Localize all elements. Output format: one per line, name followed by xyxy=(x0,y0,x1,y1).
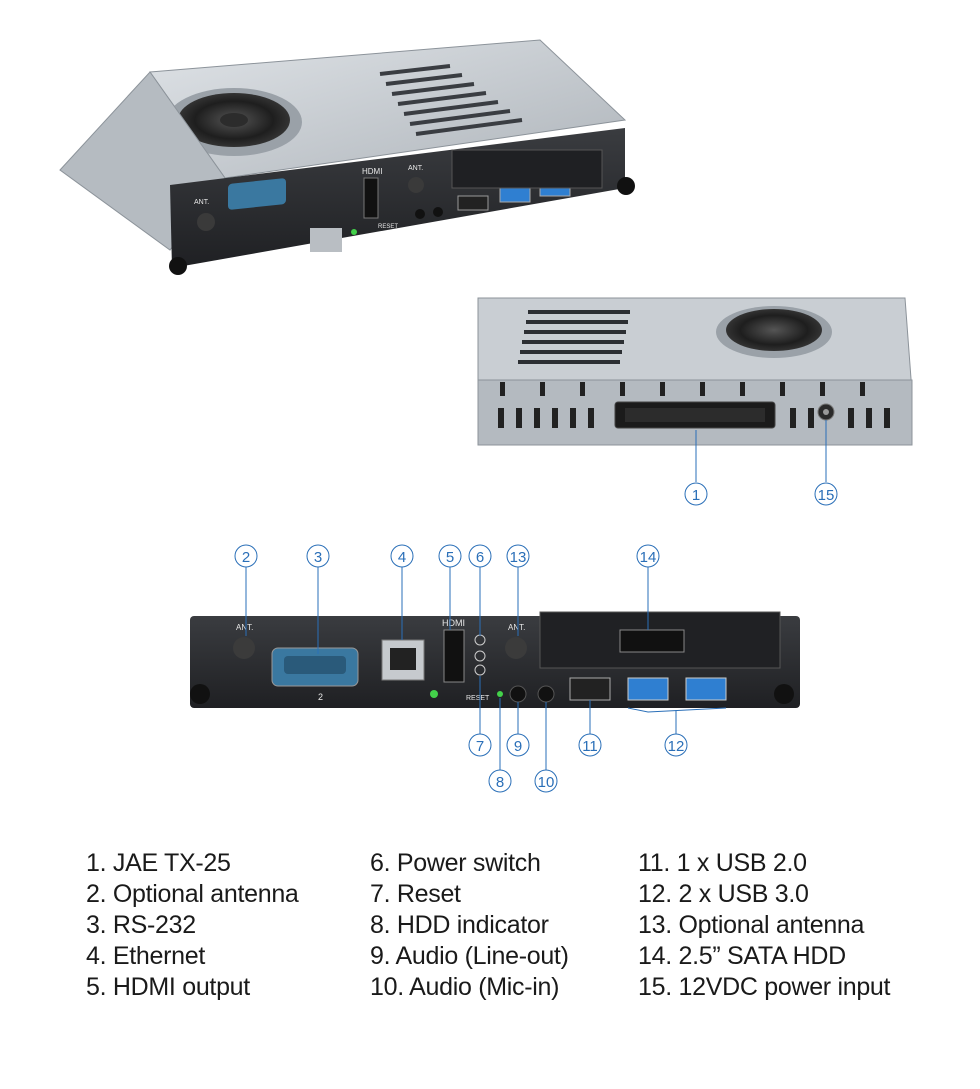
callout-1 xyxy=(684,482,708,506)
callout-5 xyxy=(438,544,462,568)
perspective-view: HDMI ANT. ANT. RESET xyxy=(59,39,635,275)
callout-9-label: 9 xyxy=(514,738,522,755)
front-reset-label: RESET xyxy=(466,695,490,702)
callout-11-label: 11 xyxy=(582,738,598,755)
front-view: ANT. ANT. HDMI RESET 2 2 3 4 xyxy=(190,544,800,793)
callout-10 xyxy=(534,769,558,793)
legend-item: 4. Ethernet xyxy=(86,942,206,970)
callout-14-label: 14 xyxy=(640,549,657,566)
callout-12 xyxy=(664,733,688,757)
legend-item: 8. HDD indicator xyxy=(370,911,549,939)
callout-2-label: 2 xyxy=(242,549,250,566)
legend-item: 3. RS-232 xyxy=(86,911,196,939)
callout-9 xyxy=(506,733,530,757)
callout-7-label: 7 xyxy=(476,738,484,755)
perspective-hdmi-label: HDMI xyxy=(362,167,382,176)
legend-item: 6. Power switch xyxy=(370,849,541,877)
front-hdmi-label: HDMI xyxy=(442,618,465,628)
legend-column-1: 1. JAE TX-25 2. Optional antenna 3. RS-2… xyxy=(86,848,299,1003)
perspective-ant-label-right: ANT. xyxy=(408,165,423,172)
callout-7 xyxy=(468,733,492,757)
callout-3 xyxy=(306,544,330,568)
legend-item: 15. 12VDC power input xyxy=(638,973,891,1001)
callout-8 xyxy=(488,769,512,793)
legend-column-3: 11. 1 x USB 2.0 12. 2 x USB 3.0 13. Opti… xyxy=(638,848,890,1003)
legend-item: 5. HDMI output xyxy=(86,973,250,1001)
front-ant-label-right: ANT. xyxy=(508,623,525,632)
callout-4 xyxy=(390,544,414,568)
callout-11 xyxy=(578,733,602,757)
legend-item: 13. Optional antenna xyxy=(638,911,865,939)
legend-item: 10. Audio (Mic-in) xyxy=(370,973,560,1001)
legend-item: 1. JAE TX-25 xyxy=(86,849,231,877)
callout-6 xyxy=(468,544,492,568)
callout-2 xyxy=(234,544,258,568)
callout-14 xyxy=(636,544,660,568)
callout-4-label: 4 xyxy=(398,549,406,566)
callout-13-label: 13 xyxy=(510,549,527,566)
perspective-ant-label-left: ANT. xyxy=(194,199,209,206)
callout-8-label: 8 xyxy=(496,774,504,791)
rear-view: 1 15 xyxy=(477,297,913,506)
callout-5-label: 5 xyxy=(446,549,454,566)
legend-item: 2. Optional antenna xyxy=(86,880,299,908)
legend-item: 12. 2 x USB 3.0 xyxy=(638,880,809,908)
legend-item: 9. Audio (Line-out) xyxy=(370,942,569,970)
legend-item: 11. 1 x USB 2.0 xyxy=(638,849,807,877)
front-ant-label-left: ANT. xyxy=(236,623,253,632)
callout-15 xyxy=(814,482,838,506)
callout-10-label: 10 xyxy=(538,774,555,791)
perspective-reset-label: RESET xyxy=(378,224,398,230)
legend-column-2: 6. Power switch 7. Reset 8. HDD indicato… xyxy=(370,848,569,1003)
callout-3-label: 3 xyxy=(314,549,322,566)
front-com-label: 2 xyxy=(318,692,323,702)
legend-item: 14. 2.5” SATA HDD xyxy=(638,942,846,970)
callout-1-label: 1 xyxy=(692,487,700,504)
callout-12-label: 12 xyxy=(668,738,685,755)
legend-item: 7. Reset xyxy=(370,880,461,908)
callout-15-label: 15 xyxy=(818,487,835,504)
callout-6-label: 6 xyxy=(476,549,484,566)
callout-13 xyxy=(506,544,530,568)
